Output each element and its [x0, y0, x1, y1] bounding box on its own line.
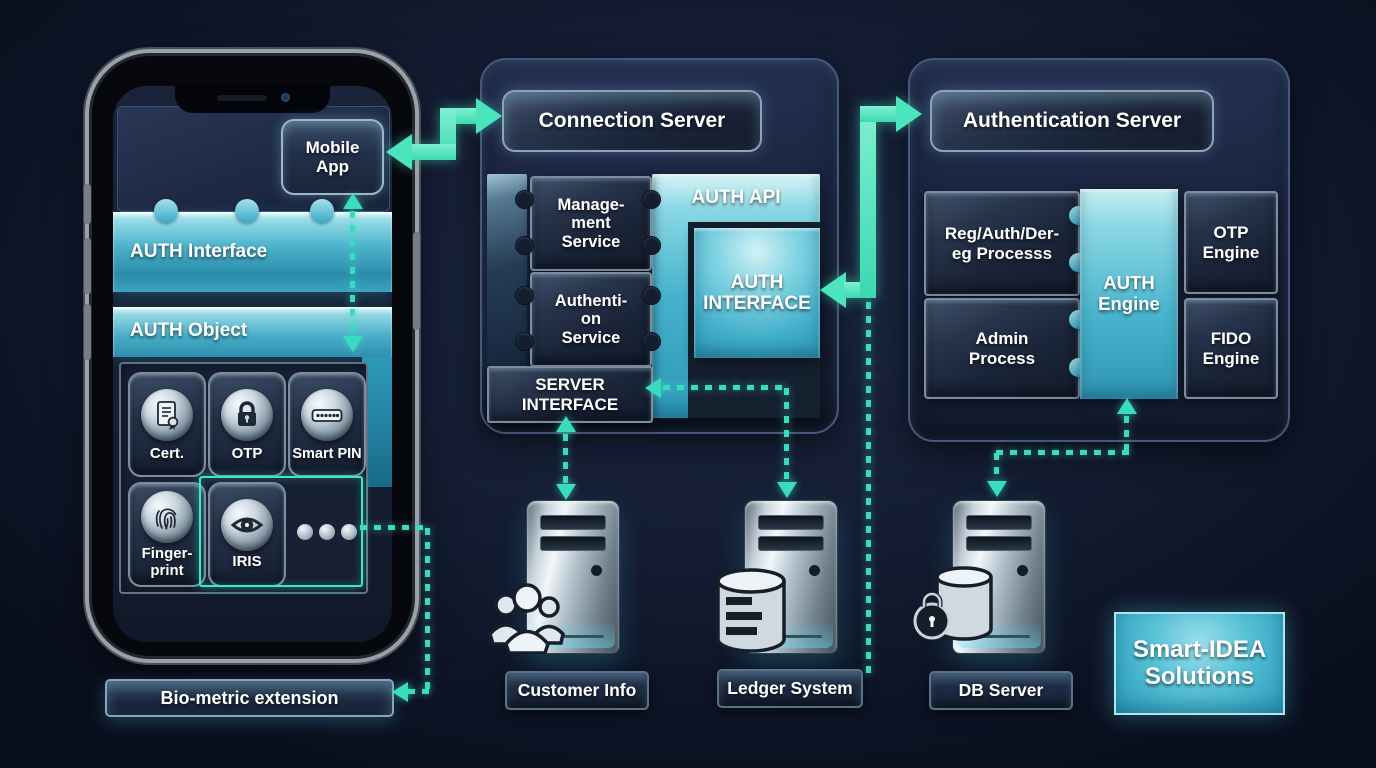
mobile-app-label: Mobile App: [305, 137, 360, 176]
phone-button-volume-3: [84, 304, 91, 360]
phone-button-volume-2: [84, 238, 91, 294]
smart-pin-icon: [301, 388, 353, 441]
auth-api-label: AUTH API: [691, 187, 781, 209]
management-service-label: Manage- ment Service: [557, 195, 625, 251]
ledger-system-plate: Ledger System: [717, 669, 863, 708]
biometric-highlight-box: [199, 476, 363, 587]
authentication-service-label: Authenti- on Service: [554, 291, 628, 347]
admin-process-box: Admin Process: [924, 298, 1080, 399]
auth-interface-box: AUTH INTERFACE: [694, 228, 820, 358]
connection-server-title-box: Connection Server: [502, 90, 762, 152]
server-interface-box: SERVER INTERFACE: [487, 366, 653, 423]
authentication-server-title-box: Authentication Server: [930, 90, 1214, 152]
database-lock-icon: [913, 566, 993, 641]
db-server-label: DB Server: [958, 679, 1044, 700]
puzzle-knob: [235, 199, 259, 223]
auth-object-label: AUTH Object: [130, 320, 248, 341]
tile-iris-label: IRIS: [232, 553, 262, 571]
speaker-slot: [217, 95, 267, 101]
auth-methods-panel: Cert. OTP Smart PIN Finger- print: [119, 362, 368, 594]
management-service-box: Manage- ment Service: [530, 176, 652, 271]
reg-auth-dereg-label: Reg/Auth/Der- eg Processs: [944, 224, 1060, 263]
tile-otp: OTP: [208, 372, 286, 477]
tile-smart-pin: Smart PIN: [288, 372, 366, 477]
auth-interface-label: AUTH Interface: [130, 241, 268, 262]
users-icon: [488, 583, 565, 654]
iris-eye-icon: [221, 499, 273, 552]
connection-server-panel: Connection Server AUTH API AUTH INTERFAC…: [480, 58, 839, 434]
puzzle-knob: [515, 332, 534, 351]
phone-screen: Mobile App AUTH Interface AUTH Object Ce…: [113, 86, 392, 642]
tile-smart-pin-label: Smart PIN: [292, 445, 362, 462]
database-icon: [716, 568, 786, 653]
connection-server-title: Connection Server: [538, 109, 726, 133]
ledger-system-label: Ledger System: [727, 677, 853, 698]
auth-engine-box: AUTH Engine: [1080, 189, 1178, 399]
fido-engine-label: FIDO Engine: [1202, 329, 1260, 368]
tile-cert-label: Cert.: [149, 444, 185, 462]
brand-label: Smart-IDEA Solutions: [1132, 635, 1267, 690]
admin-process-label: Admin Process: [968, 329, 1036, 368]
authentication-server-title: Authentication Server: [962, 109, 1182, 133]
tile-fingerprint: Finger- print: [128, 482, 206, 587]
certificate-icon: [141, 388, 193, 441]
biometric-extension-label: Bio-metric extension: [160, 687, 339, 708]
puzzle-knob: [642, 286, 661, 305]
reg-auth-dereg-box: Reg/Auth/Der- eg Processs: [924, 191, 1080, 296]
fingerprint-icon: [141, 490, 193, 543]
server-interface-label: SERVER INTERFACE: [521, 375, 619, 414]
puzzle-knob: [154, 199, 178, 223]
tile-cert: Cert.: [128, 372, 206, 477]
customer-info-label: Customer Info: [517, 679, 637, 700]
more-dots-icon: [288, 482, 362, 583]
phone-button-volume-1: [84, 184, 91, 224]
puzzle-knob: [515, 236, 534, 255]
tile-fingerprint-label: Finger- print: [141, 544, 193, 579]
puzzle-knob: [310, 199, 334, 223]
puzzle-knob: [642, 236, 661, 255]
brand-box: Smart-IDEA Solutions: [1114, 612, 1285, 715]
auth-interface-box-label: AUTH INTERFACE: [703, 271, 811, 314]
otp-engine-label: OTP Engine: [1202, 223, 1260, 262]
otp-engine-box: OTP Engine: [1184, 191, 1278, 294]
customer-info-plate: Customer Info: [505, 671, 649, 710]
mobile-app-button: Mobile App: [281, 119, 384, 195]
auth-engine-label: AUTH Engine: [1098, 272, 1160, 314]
phone-button-power: [413, 232, 420, 330]
authentication-server-panel: Authentication Server Reg/Auth/Der- eg P…: [908, 58, 1290, 442]
puzzle-knob: [642, 190, 661, 209]
tile-otp-label: OTP: [231, 444, 263, 462]
otp-lock-icon: [221, 388, 273, 441]
puzzle-knob: [515, 286, 534, 305]
db-server-plate: DB Server: [929, 671, 1073, 710]
fido-engine-box: FIDO Engine: [1184, 298, 1278, 399]
authentication-service-box: Authenti- on Service: [530, 272, 652, 367]
puzzle-knob: [515, 190, 534, 209]
biometric-extension-box: Bio-metric extension: [105, 679, 394, 717]
tile-iris: IRIS: [208, 482, 286, 587]
puzzle-knob: [642, 332, 661, 351]
auth-interface-band: [113, 212, 392, 292]
customer-info-server: [526, 500, 620, 654]
camera-dot: [281, 93, 290, 102]
